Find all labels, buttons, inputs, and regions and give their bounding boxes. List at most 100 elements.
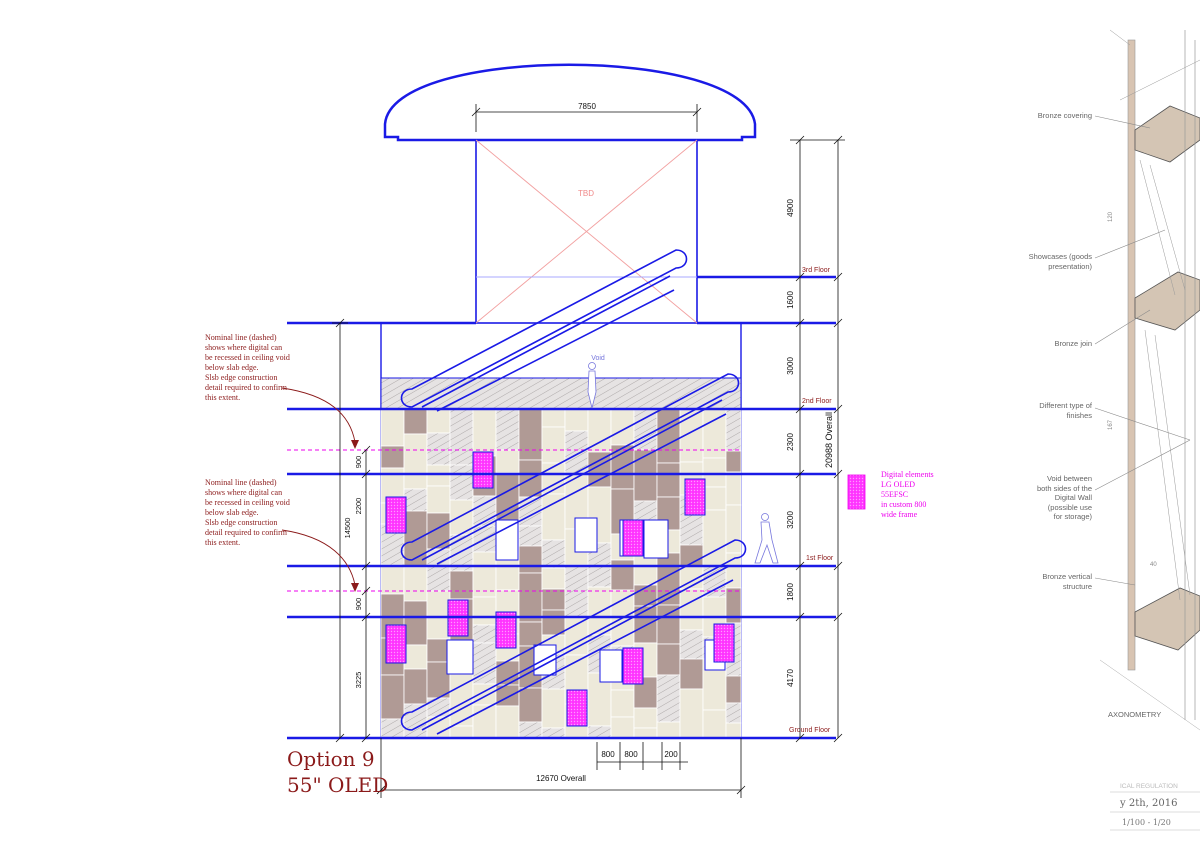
facade-panel bbox=[449, 570, 474, 600]
facade-panel bbox=[702, 457, 727, 488]
axo-label-line: Digital Wall bbox=[1054, 493, 1092, 502]
axonometry-dims: 120 167 40 bbox=[1108, 211, 1157, 568]
facade-panel bbox=[725, 450, 742, 473]
escalator-truss bbox=[421, 565, 730, 731]
note-lower-line-1: Nominal line (dashed) bbox=[205, 478, 277, 487]
facade-panel bbox=[541, 567, 566, 590]
note-upper-line-1: Nominal line (dashed) bbox=[205, 333, 277, 342]
facade-panel bbox=[725, 471, 742, 506]
facade-panel bbox=[518, 408, 543, 461]
facade-panel bbox=[495, 408, 520, 451]
facade-panel bbox=[725, 722, 742, 739]
facade-panel bbox=[541, 727, 566, 739]
void-label: Void bbox=[591, 355, 605, 362]
facade-panel bbox=[541, 609, 566, 636]
dim-tick bbox=[361, 445, 371, 455]
note-lower-line-6: detail required to confirm bbox=[205, 528, 287, 537]
axo-label-line: for storage) bbox=[1053, 512, 1092, 521]
dim-left-900b: 900 bbox=[354, 598, 363, 611]
title-block-scale: 1/100 - 1/20 bbox=[1122, 818, 1171, 827]
escalator-lower bbox=[400, 539, 747, 735]
facade-panel bbox=[518, 525, 543, 547]
axo-label-line: Bronze join bbox=[1054, 339, 1092, 348]
dim-tick bbox=[833, 404, 843, 414]
dim-tick bbox=[795, 272, 805, 282]
facade-panel bbox=[403, 488, 428, 512]
facade-panel bbox=[610, 689, 635, 718]
facade-panel bbox=[380, 674, 405, 720]
axo-dim-167: 167 bbox=[1108, 419, 1114, 430]
escalator-handrail bbox=[400, 249, 688, 408]
escalator-truss bbox=[421, 275, 671, 408]
axonometry-caption: AXONOMETRY bbox=[1108, 710, 1161, 719]
note-upper-line-2: shows where digital can bbox=[205, 343, 283, 352]
axo-label-line: finishes bbox=[1066, 410, 1092, 420]
facade-panel bbox=[587, 725, 612, 739]
title-block-lines bbox=[1110, 791, 1200, 831]
facade-panel bbox=[610, 408, 635, 446]
upper-box bbox=[475, 139, 698, 324]
axo-label-line: Showcases (goods bbox=[1028, 252, 1092, 261]
top-width-dimension bbox=[471, 104, 702, 132]
facade-panel bbox=[403, 408, 428, 435]
facade-panel bbox=[449, 464, 474, 501]
axo-label-bronze-vertical: Bronze vertical structure bbox=[1000, 572, 1092, 591]
axo-dim-40: 40 bbox=[1150, 562, 1157, 568]
facade-panel bbox=[380, 445, 405, 469]
escalator-truss bbox=[421, 399, 723, 561]
axo-label-showcases: Showcases (goods presentation) bbox=[1000, 252, 1092, 271]
axo-label-line: both sides of the bbox=[1036, 483, 1092, 493]
dim-800a: 800 bbox=[601, 750, 615, 759]
facade-panel bbox=[403, 433, 428, 490]
floor-label-1st: 1st Floor bbox=[806, 555, 834, 562]
facade-panel bbox=[518, 572, 543, 623]
dim-tick bbox=[795, 612, 805, 622]
facade-panel bbox=[587, 408, 612, 453]
dim-tick bbox=[833, 561, 843, 571]
note-upper: Nominal line (dashed) shows where digita… bbox=[205, 333, 290, 403]
floor-label-3rd: 3rd Floor bbox=[802, 267, 831, 274]
showcase-box bbox=[446, 639, 474, 675]
facade-panel bbox=[633, 727, 658, 739]
axo-label-line: Void between bbox=[1046, 474, 1092, 483]
dim-tick bbox=[795, 733, 805, 743]
facade-panel bbox=[380, 408, 405, 447]
facade-panel bbox=[702, 486, 727, 511]
escalator-truss bbox=[436, 579, 734, 735]
digital-legend-line-1: Digital elements bbox=[881, 470, 934, 479]
dim-overall-height: 20988 Overall bbox=[824, 412, 834, 468]
dim-left-900a: 900 bbox=[354, 456, 363, 469]
oled-screen bbox=[385, 496, 407, 534]
facade-panel bbox=[587, 586, 612, 636]
facade-panel bbox=[610, 559, 635, 591]
note-lower-line-2: shows where digital can bbox=[205, 488, 283, 497]
facade-panel bbox=[426, 590, 451, 640]
digital-legend-text: Digital elements LG OLED 55EFSC in custo… bbox=[881, 470, 934, 520]
facade-panel bbox=[633, 707, 658, 729]
dim-tick bbox=[833, 135, 843, 145]
escalator-handrail bbox=[400, 373, 740, 561]
facade-panel bbox=[518, 545, 543, 574]
facade-panel bbox=[656, 721, 681, 739]
facade-panel bbox=[472, 596, 497, 626]
facade-panel bbox=[679, 588, 704, 631]
right-dimension-ticks bbox=[795, 135, 843, 743]
note-arrowheads bbox=[351, 440, 359, 592]
oled-screen bbox=[472, 451, 494, 489]
note-leaders bbox=[281, 387, 356, 586]
oled-screen bbox=[622, 519, 644, 557]
hatched-band bbox=[380, 377, 742, 410]
floor-slabs bbox=[287, 275, 836, 740]
facade-panel bbox=[518, 687, 543, 723]
note-upper-line-6: detail required to confirm bbox=[205, 383, 287, 392]
facade-panel bbox=[426, 697, 451, 718]
facade-panel bbox=[679, 629, 704, 660]
dim-tick bbox=[795, 318, 805, 328]
facade-panel bbox=[541, 426, 566, 464]
option-title-line: Option 9 bbox=[287, 747, 375, 771]
escalator-middle bbox=[400, 373, 740, 565]
axo-label-line: structure bbox=[1062, 581, 1092, 591]
axonometry-drawing bbox=[1094, 29, 1200, 731]
facade-panel bbox=[541, 539, 566, 569]
